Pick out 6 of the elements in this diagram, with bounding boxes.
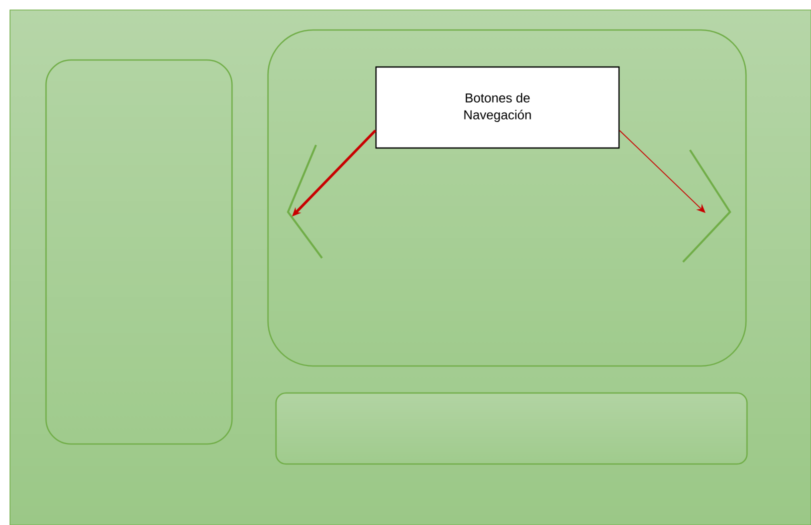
right-chevron (682, 149, 732, 263)
label-box: Botones de Navegación (375, 66, 620, 149)
side-panel (45, 59, 233, 445)
arrow (619, 130, 706, 213)
left-chevron (286, 144, 323, 259)
bottom-bar (275, 392, 748, 465)
